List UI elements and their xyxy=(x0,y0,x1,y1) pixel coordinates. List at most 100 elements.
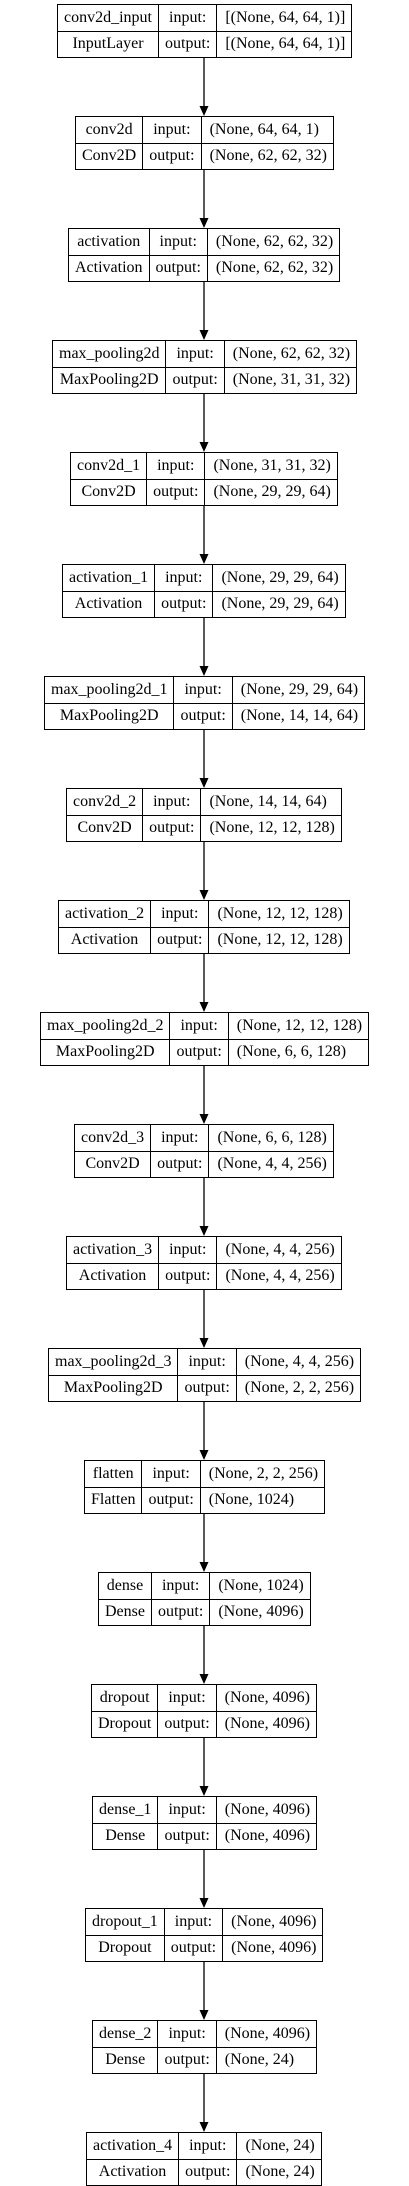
node-shape-column: (None, 4096)(None, 24) xyxy=(215,2021,317,2073)
layer-name: dense_1 xyxy=(99,1800,152,1818)
edge-arrowhead xyxy=(199,1226,209,1236)
layer-name: max_pooling2d_3 xyxy=(55,1352,172,1370)
output-shape: (None, 14, 14, 64) xyxy=(232,702,365,730)
output-label: output: xyxy=(158,2046,216,2074)
input-shape: (None, 4096) xyxy=(224,1800,311,1818)
output-shape: (None, 4096) xyxy=(210,1598,310,1626)
input-label: input: xyxy=(184,680,222,698)
output-shape: (None, 29, 29, 64) xyxy=(205,478,337,506)
layer-type: Dense xyxy=(93,1822,158,1850)
output-label: output: xyxy=(151,1150,209,1178)
layer-name: activation_3 xyxy=(73,1240,153,1258)
node-port-column: input:output: xyxy=(165,341,224,393)
output-label: output: xyxy=(159,30,217,58)
output-shape: (None, 6, 6, 128) xyxy=(228,1038,369,1066)
output-shape: (None, 4096) xyxy=(223,1934,323,1962)
input-label: input: xyxy=(169,1240,207,1258)
input-shape: (None, 1024) xyxy=(218,1576,304,1594)
layer-name: activation xyxy=(77,232,141,250)
output-label: output: xyxy=(143,814,201,842)
node-port-column: input:output: xyxy=(148,229,207,281)
node-shape-column: (None, 2, 2, 256)(None, 1024) xyxy=(199,1461,325,1513)
layer-name: max_pooling2d_2 xyxy=(47,1016,164,1034)
output-shape: (None, 24) xyxy=(237,2158,321,2186)
input-label: input: xyxy=(188,1352,226,1370)
output-label: output: xyxy=(147,478,205,506)
input-label: input: xyxy=(176,344,214,362)
edge-arrowhead xyxy=(199,778,209,788)
input-shape: (None, 4096) xyxy=(224,1688,310,1706)
input-shape: (None, 62, 62, 32) xyxy=(232,344,351,362)
input-shape: [(None, 64, 64, 1)] xyxy=(225,8,346,26)
layer-type: InputLayer xyxy=(58,30,158,58)
node-port-column: input:output: xyxy=(146,453,205,506)
edge-arrowhead xyxy=(199,442,209,452)
input-shape: (None, 29, 29, 64) xyxy=(240,680,359,698)
layer-type: MaxPooling2D xyxy=(41,1038,170,1066)
layer-type: Dropout xyxy=(92,1710,158,1738)
layer-name: max_pooling2d xyxy=(59,344,160,362)
node-shape-column: (None, 4096) (None, 4096) xyxy=(215,1685,316,1738)
output-shape: (None, 62, 62, 32) xyxy=(207,254,340,282)
layer-type: Dense xyxy=(93,2046,158,2074)
node-shape-column: (None, 6, 6, 128)(None, 4, 4, 256) xyxy=(208,1125,333,1177)
node-port-column: input: output: xyxy=(169,1013,228,1066)
input-label: input: xyxy=(168,1688,206,1706)
layer-type: MaxPooling2D xyxy=(49,1374,178,1402)
node-port-column: input: output: xyxy=(157,2021,216,2074)
node-shape-column: (None, 29, 29, 64) (None, 14, 14, 64) xyxy=(231,677,365,730)
layer-name: conv2d_3 xyxy=(81,1128,145,1146)
node-port-column: input:output: xyxy=(150,1125,209,1178)
output-shape: (None, 62, 62, 32) xyxy=(201,142,333,170)
input-shape: (None, 64, 64, 1) xyxy=(209,120,319,138)
layer-type: Flatten xyxy=(85,1486,142,1514)
edge-arrowhead xyxy=(199,2010,209,2020)
layer-type: Conv2D xyxy=(75,1150,151,1178)
node-shape-column: (None, 12, 12, 128)(None, 12, 12, 128) xyxy=(208,901,349,953)
edge-arrowhead xyxy=(199,554,209,564)
input-shape: (None, 24) xyxy=(245,2136,315,2154)
input-label: input: xyxy=(168,2024,206,2042)
input-label: input: xyxy=(153,792,191,810)
layer-type: Activation xyxy=(87,2158,179,2186)
input-label: input: xyxy=(180,1016,218,1034)
edge-arrowhead xyxy=(199,2122,209,2132)
layer-type: MaxPooling2D xyxy=(53,366,166,394)
input-shape: (None, 31, 31, 32) xyxy=(213,456,331,474)
layer-name: activation_2 xyxy=(65,904,145,922)
layer-name: flatten xyxy=(92,1464,134,1482)
input-shape: (None, 14, 14, 64) xyxy=(209,792,327,810)
layer-name: dropout xyxy=(99,1688,150,1706)
node-shape-column: [(None, 64, 64, 1)] [(None, 64, 64, 1)] xyxy=(216,5,352,58)
output-shape: [(None, 64, 64, 1)] xyxy=(217,30,352,58)
layer-name: conv2d_input xyxy=(64,8,152,26)
edge-arrowhead xyxy=(199,1786,209,1796)
output-label: output: xyxy=(170,1038,228,1066)
layer-type: Conv2D xyxy=(71,478,147,506)
input-label: input: xyxy=(174,1912,213,1930)
output-shape: (None, 2, 2, 256) xyxy=(236,1374,361,1402)
node-shape-column: (None, 64, 64, 1) (None, 62, 62, 32) xyxy=(200,117,333,170)
layer-name: conv2d_2 xyxy=(73,792,137,810)
node-shape-column: (None, 4096)(None, 4096) xyxy=(222,1909,323,1962)
layer-name: activation_4 xyxy=(93,2136,173,2154)
layer-type: Activation xyxy=(63,590,155,618)
output-shape: (None, 4096) xyxy=(216,1710,316,1738)
